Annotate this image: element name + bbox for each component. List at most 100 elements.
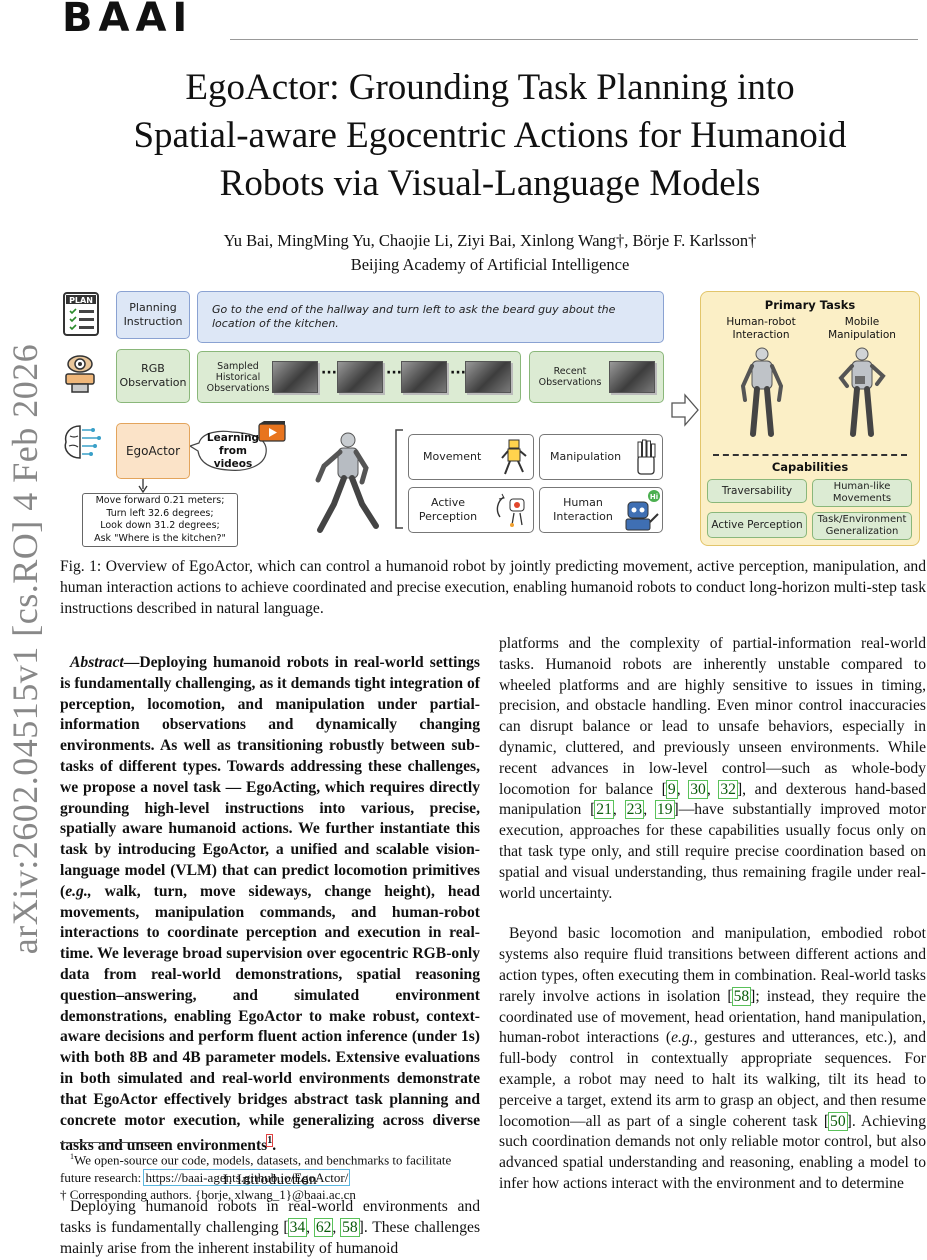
- intro-paragraph: Deploying humanoid robots in real-world …: [60, 1198, 481, 1257]
- traversability-box: Traversability: [707, 479, 807, 503]
- brain-icon: [60, 420, 104, 464]
- recent-frame: [609, 361, 655, 393]
- citation-link[interactable]: 58: [340, 1217, 360, 1237]
- active-perception-cap-box: Active Perception: [707, 512, 807, 538]
- learning-from-videos-label: Learning from videos: [206, 431, 260, 470]
- capabilities-title: Capabilities: [771, 460, 849, 474]
- sampled-historical-label: Sampled Historical Observations: [206, 360, 270, 394]
- humanoid-robot-walking-image: [304, 428, 386, 538]
- planning-instruction-box: Planning Instruction: [116, 291, 190, 339]
- mobile-manipulation-label: Mobile Manipulation: [828, 316, 896, 341]
- traversability-label: Traversability: [721, 485, 793, 497]
- action-bracket: [392, 428, 404, 532]
- abstract-text-2: walk, turn, move sideways, change height…: [60, 882, 480, 1154]
- command-item: Ask "Where is the kitchen?": [94, 532, 226, 544]
- citation-link[interactable]: 21: [594, 800, 614, 820]
- citation-link[interactable]: 58: [731, 986, 752, 1006]
- ellipsis: ···: [450, 365, 466, 381]
- primary-tasks-title: Primary Tasks: [764, 298, 856, 312]
- citation-link[interactable]: 30: [688, 779, 708, 799]
- active-perception-cap-label: Active Perception: [711, 519, 803, 531]
- body-text: Beyond basic locomotion and manipulation…: [499, 925, 926, 1005]
- citation-link[interactable]: 19: [654, 800, 675, 820]
- instruction-text: Go to the end of the hallway and turn le…: [212, 303, 616, 330]
- body-eg: e.g.,: [671, 1029, 698, 1047]
- paper-title: EgoActor: Grounding Task Planning into S…: [60, 64, 920, 208]
- instruction-text-box: Go to the end of the hallway and turn le…: [197, 291, 664, 343]
- abstract-eg: e.g.,: [65, 882, 92, 900]
- command-item: Turn left 32.6 degrees;: [106, 507, 214, 519]
- human-like-label: Human-like Movements: [832, 481, 892, 504]
- history-frame-1: [272, 361, 318, 393]
- body-text: ]. Achieving such coordination demands n…: [499, 1112, 926, 1192]
- down-arrow: [138, 479, 148, 493]
- video-play-icon: [258, 420, 286, 442]
- command-item: Look down 31.2 degrees;: [100, 520, 220, 531]
- arxiv-stamp: arXiv:2602.04515v1 [cs.RO] 4 Feb 2026: [0, 343, 50, 955]
- rgb-observation-box: RGB Observation: [116, 349, 190, 403]
- hri-label: Human-robot Interaction: [726, 316, 796, 341]
- dashed-divider: [713, 454, 907, 456]
- movement-label: Movement: [423, 450, 482, 463]
- predicted-commands: Move forward 0.21 meters; Turn left 32.6…: [82, 493, 238, 547]
- author-list: Yu Bai, MingMing Yu, Chaojie Li, Ziyi Ba…: [223, 231, 757, 250]
- plan-clipboard-icon: PLAN: [62, 291, 100, 337]
- human-like-box: Human-like Movements: [812, 479, 912, 507]
- body-text: platforms and the complexity of partial-…: [499, 635, 926, 798]
- egoactor-box: EgoActor: [116, 423, 190, 479]
- active-perception-label: Active Perception: [418, 496, 478, 523]
- ellipsis: ···: [321, 365, 337, 381]
- humanoid-robot-standing-image: [737, 346, 787, 438]
- citation-link[interactable]: 50: [828, 1111, 848, 1131]
- abstract-label: Abstract: [70, 654, 124, 671]
- figure-caption: Fig. 1: Overview of EgoActor, which can …: [60, 558, 926, 617]
- footnote-rule: [60, 1142, 170, 1143]
- project-url-link[interactable]: https://baai-agents.github.io/EgoActor/: [143, 1168, 351, 1186]
- body-text: ], and dexterous hand-based manipulation…: [499, 780, 927, 819]
- primary-tasks-panel: Primary Tasks Human-robot Interaction Mo…: [700, 291, 920, 546]
- egoactor-label: EgoActor: [125, 444, 181, 458]
- waving-robot-icon: Hi: [622, 488, 662, 532]
- citation-link[interactable]: 23: [624, 800, 645, 820]
- citation-link[interactable]: 62: [313, 1217, 334, 1237]
- robot-hand-icon: [633, 438, 659, 476]
- footnote-ref[interactable]: 1: [266, 1134, 274, 1148]
- title-line: EgoActor: Grounding Task Planning into: [185, 67, 795, 108]
- footnotes: 1We open-source our code, models, datase…: [60, 1148, 482, 1204]
- camera-robot-icon: [60, 352, 100, 394]
- title-line: Spatial-aware Egocentric Actions for Hum…: [133, 115, 847, 156]
- header-rule: [230, 39, 918, 40]
- citation-link[interactable]: 34: [287, 1217, 308, 1237]
- learning-bubble: Learning from videos: [190, 428, 270, 474]
- right-arrow-icon: [671, 393, 699, 427]
- citation-link[interactable]: 9: [665, 779, 678, 799]
- manipulation-label: Manipulation: [550, 450, 622, 463]
- body-text: gestures and utterances, etc.), and full…: [499, 1029, 927, 1130]
- right-column: platforms and the complexity of partial-…: [499, 634, 926, 1195]
- abstract-text: —Deploying humanoid robots in real-world…: [60, 654, 480, 900]
- footnote-text: We open-source our code, models, dataset…: [60, 1152, 452, 1185]
- body-text: ]; instead, they require the coordinated…: [499, 987, 927, 1047]
- head-turn-icon: [496, 491, 530, 529]
- baai-logo: BAAI: [62, 0, 194, 32]
- affiliation: Beijing Academy of Artificial Intelligen…: [350, 255, 630, 274]
- humanoid-robot-manipulating-image: [837, 346, 887, 438]
- right-paragraph-1: platforms and the complexity of partial-…: [499, 635, 927, 902]
- history-frame-2: [337, 361, 383, 393]
- recent-observations-box: Recent Observations: [529, 351, 664, 403]
- plan-label: PLAN: [69, 296, 93, 305]
- history-frame-4: [465, 361, 511, 393]
- abstract-end: .: [272, 1136, 277, 1154]
- generalization-label: Task/Environment Generalization: [817, 514, 907, 537]
- hi-speech-bubble: Hi: [650, 493, 658, 501]
- planning-instruction-label: Planning Instruction: [123, 301, 183, 328]
- body-text: ]—have substantially improved motor exec…: [499, 801, 927, 902]
- citation-link[interactable]: 32: [718, 779, 738, 799]
- ellipsis: ···: [386, 365, 402, 381]
- footnote-1: 1We open-source our code, models, datase…: [60, 1148, 482, 1186]
- footnote-2: † Corresponding authors. {borje, xlwang_…: [60, 1187, 356, 1203]
- right-paragraph-2: Beyond basic locomotion and manipulation…: [499, 924, 926, 1194]
- footnote-mark: 1: [70, 1152, 74, 1161]
- abstract: Abstract—Deploying humanoid robots in re…: [60, 653, 480, 1156]
- rgb-observation-label: RGB Observation: [119, 362, 187, 389]
